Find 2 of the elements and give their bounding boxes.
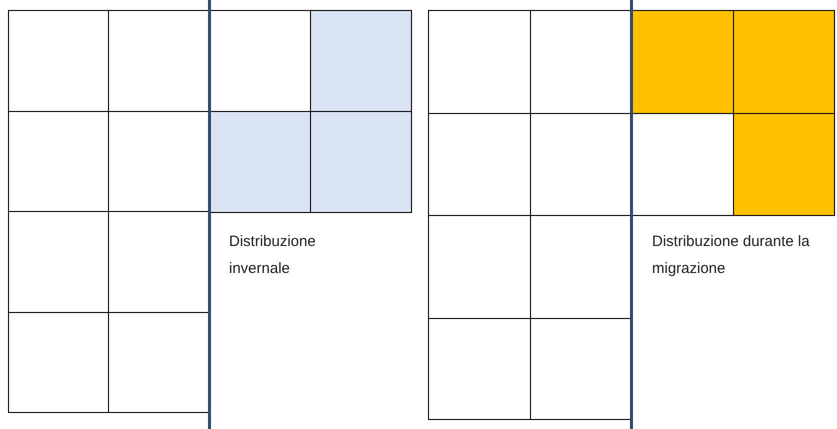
caption: Distribuzione invernale bbox=[229, 232, 317, 279]
caption: Distribuzione durante la migrazione bbox=[652, 232, 811, 279]
